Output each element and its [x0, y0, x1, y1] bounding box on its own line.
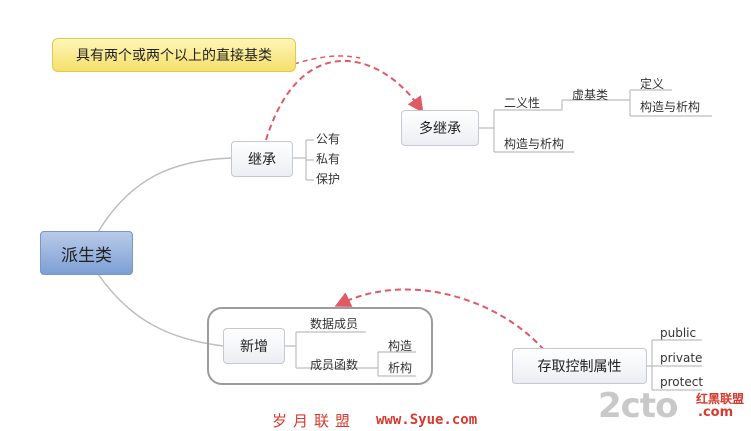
connector-added-children [284, 331, 366, 369]
multi-ambiguity: 二义性 [504, 96, 541, 110]
watermark-site-url: www.Syue.com [376, 412, 478, 428]
connector-access-children [646, 339, 702, 391]
function-constructor: 构造 [388, 339, 413, 353]
multi-ctor-dtor: 构造与析构 [504, 137, 565, 151]
watermark-logo: 2cto 红黑联盟 .com [598, 384, 748, 428]
relation-arrow-note-link [293, 55, 361, 65]
relation-arrow-inherit-multi [265, 59, 424, 141]
watermark-logo-tld: .com [698, 405, 734, 420]
inherit-protected: 保护 [316, 172, 341, 186]
added-data-members: 数据成员 [310, 317, 359, 331]
access-private: private [660, 351, 703, 365]
root-derived-class[interactable]: 派生类 [40, 231, 133, 275]
note-multiple-base-classes: 具有两个或两个以上的直接基类 [52, 38, 296, 72]
added-member-functions: 成员函数 [310, 358, 359, 372]
connector-inherit-children [292, 139, 314, 181]
node-inheritance[interactable]: 继承 [231, 141, 293, 177]
connector-root-inherit [97, 157, 233, 233]
access-protect: protect [660, 375, 704, 389]
relation-arrow-access-added [334, 288, 545, 351]
group-boundary-added [207, 307, 433, 385]
virtual-ctor-dtor: 构造与析构 [640, 100, 701, 114]
connector-function-children [366, 351, 416, 377]
virtual-definition: 定义 [640, 77, 665, 91]
node-multiple-inheritance[interactable]: 多继承 [401, 110, 479, 146]
access-public: public [660, 326, 697, 340]
node-added[interactable]: 新增 [223, 328, 285, 364]
watermark-logo-cn: 红黑联盟 [696, 392, 745, 406]
watermark-site-name: 岁月联盟 [272, 412, 357, 430]
multi-virtual-base: 虚基类 [572, 88, 609, 102]
watermark-logo-text: 2cto [598, 386, 678, 426]
function-destructor: 析构 [388, 361, 413, 375]
inherit-public: 公有 [316, 132, 341, 146]
node-access-control[interactable]: 存取控制属性 [512, 348, 647, 384]
connector-ambiguity-virtual [552, 99, 620, 111]
inherit-private: 私有 [316, 152, 341, 166]
connector-root-added [97, 273, 225, 347]
connector-multi-branches [478, 109, 574, 153]
connector-virtual-children [620, 89, 712, 117]
